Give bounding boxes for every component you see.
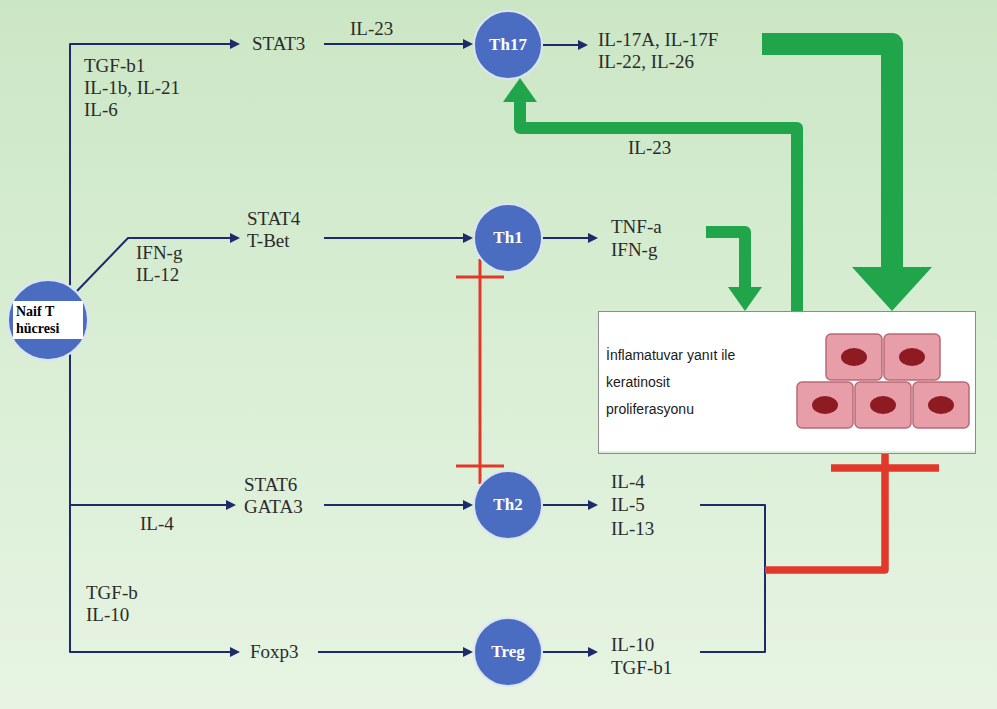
keratinocyte [826,334,882,380]
box-ground [598,311,976,451]
keratinocyte-cells [797,334,969,428]
pathway-label: Foxp3 [250,641,299,663]
arrow-head [463,647,473,657]
pathway-label: STAT4 [247,208,300,230]
inhibition-connector [543,454,939,657]
nucleus [812,396,838,414]
inhibition-bar [456,276,504,279]
arrow-head [230,39,240,49]
connector-line [70,355,230,505]
connector-line [324,237,467,239]
connector-line [543,651,592,653]
pathway-label: IL-13 [611,518,654,540]
pathway-label: IL-22, IL-26 [598,51,694,73]
connector-line [706,232,745,297]
pathway-label: IFN-g [136,242,182,264]
connector-line [700,570,765,652]
pathway-label: IL-5 [611,494,645,516]
connector-line [700,505,765,570]
naive-t-cell: Naif T hücresi [7,279,89,361]
pathway-label: TGF-b1 [84,55,145,77]
pathway-label: STAT6 [244,474,297,496]
pathway-label: IL-17A, IL-17F [598,29,718,51]
connector-line [543,44,582,46]
edge-label: IL-23 [350,18,393,40]
inhibition-bar [831,465,939,472]
box-text: İnflamatuvar yanıt ile keratinosit proli… [606,342,751,423]
pathway-arrow [503,78,797,311]
pathway-label: TNF-a [611,216,662,238]
nucleus [841,348,867,366]
arrow-head [463,233,473,243]
pathway-label: IL-6 [84,99,118,121]
t-cell-circle: Treg [473,617,543,687]
inhibition-bar [831,465,939,472]
connector-line [520,92,797,311]
pathway-label: IL-4 [611,471,645,493]
connector-line [324,504,467,506]
arrow-head [230,233,240,243]
arrow-head [852,267,932,311]
pathway-label: STAT3 [252,33,305,55]
cell-name: Th1 [493,228,522,248]
inhibition-bar [456,465,504,468]
connector-line [324,43,467,45]
pathway-label: GATA3 [244,496,303,518]
arrow-head [588,500,598,510]
arrow-head [230,647,240,657]
pathway-label: IL-12 [136,264,179,286]
keratinocyte [913,382,969,428]
connector-line [70,355,234,652]
nucleus [899,348,925,366]
arrow-head [728,287,762,311]
arrow-head [578,40,588,50]
pathway-label: TGF-b [86,582,138,604]
cell-name: Treg [491,642,524,662]
pathway-label: IL-1b, IL-21 [84,77,180,99]
keratinocyte [797,382,853,428]
pathway-label: IL-10 [86,604,129,626]
t-cell-circle: Th1 [473,203,543,273]
t-cell-circle: Th2 [473,470,543,540]
pathway-label: TGF-b1 [611,657,672,679]
arrow-head [588,647,598,657]
cell-nuclei [812,348,954,414]
cell-name: Naif T hücresi [13,301,83,339]
connector-line [70,44,234,285]
connector-line [543,237,592,239]
arrow-head [226,500,236,510]
pathway-arrow [543,232,762,311]
inhibition-connector [543,454,939,570]
nucleus [870,396,896,414]
pathway-label: IL-10 [611,634,654,656]
pathway-arrow [70,355,473,510]
arrow-head [588,233,598,243]
connector-line [543,504,592,506]
connector-line [762,44,892,285]
arrow-head [503,78,537,102]
keratinocyte [855,382,911,428]
pathway-label: IFN-g [611,239,657,261]
edge-label: IL-23 [628,137,671,159]
t-cell-circle: Th17 [473,10,543,80]
connector-line [318,651,467,653]
outcome-box: İnflamatuvar yanıt ile keratinosit proli… [598,311,976,454]
pathway-label: IL-4 [140,513,174,535]
arrow-head [463,500,473,510]
arrow-head [463,39,473,49]
cell-name: Th2 [493,495,522,515]
connector-line [479,259,482,484]
pathway-label: T-Bet [247,230,290,252]
inhibition-connector [456,259,504,484]
keratinocyte [884,334,940,380]
pathway-arrow [70,355,473,657]
pathway-arrow [543,40,932,311]
cell-name: Th17 [489,35,527,55]
connector-line [77,238,234,291]
pathway-arrow [70,39,473,285]
nucleus [928,396,954,414]
